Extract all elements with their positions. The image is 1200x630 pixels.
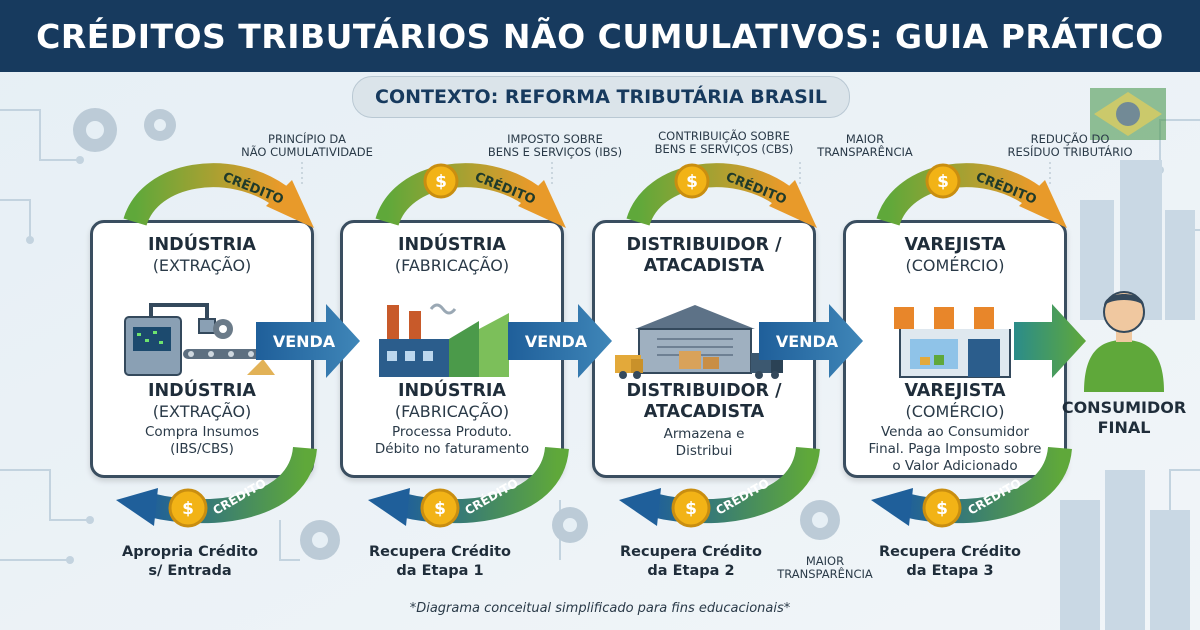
stage-title-lower: VAREJISTA	[904, 381, 1006, 401]
stage-subtitle-lower: ATACADISTA	[643, 402, 765, 422]
warehouse-icon	[615, 305, 783, 379]
stage-subtitle-lower: (FABRICAÇÃO)	[394, 402, 510, 421]
page-title: CRÉDITOS TRIBUTÁRIOS NÃO CUMULATIVOS: GU…	[36, 16, 1164, 56]
stage-description: Compra Insumos(IBS/CBS)	[144, 424, 260, 457]
stage-box-4: VAREJISTA (COMÉRCIO) VAREJISTA (COMÉRCIO…	[843, 220, 1067, 478]
footnote: *Diagrama conceitual simplificado para f…	[409, 601, 791, 616]
stage-title-lower: INDÚSTRIA	[148, 381, 256, 401]
stage-subtitle-lower: (COMÉRCIO)	[905, 402, 1005, 421]
stage-subtitle: (COMÉRCIO)	[905, 256, 1005, 275]
stage-title: INDÚSTRIA	[148, 235, 256, 255]
title-bar: CRÉDITOS TRIBUTÁRIOS NÃO CUMULATIVOS: GU…	[0, 0, 1200, 72]
city-skyline	[1060, 160, 1195, 630]
stage-title-lower: INDÚSTRIA	[398, 381, 506, 401]
stage-subtitle: (EXTRAÇÃO)	[152, 256, 252, 275]
storefront-icon	[894, 307, 1016, 378]
stage-subtitle-lower: (EXTRAÇÃO)	[152, 402, 252, 421]
stage-subtitle: (FABRICAÇÃO)	[394, 256, 510, 275]
stage-subtitle: ATACADISTA	[643, 256, 765, 276]
stage-title-lower: DISTRIBUIDOR /	[626, 381, 782, 401]
stage-box-2: INDÚSTRIA (FABRICAÇÃO) INDÚSTRIA (FABRIC…	[340, 220, 564, 478]
stage-title: VAREJISTA	[904, 235, 1006, 255]
brazil-flag-icon	[1090, 88, 1166, 140]
stage-description: Processa Produto.Débito no faturamento	[374, 424, 530, 457]
stage-box-1: INDÚSTRIA (EXTRAÇÃO) INDÚSTRIA (EXTRAÇÃO…	[90, 220, 314, 478]
stage-title: INDÚSTRIA	[398, 235, 506, 255]
extraction-machine-icon	[124, 303, 275, 376]
factory-icon	[379, 303, 509, 377]
context-banner: CONTEXTO: REFORMA TRIBUTÁRIA BRASIL	[352, 76, 850, 118]
stage-title: DISTRIBUIDOR /	[626, 235, 782, 255]
stage-box-3: DISTRIBUIDOR / ATACADISTA DISTRIBUIDOR /…	[592, 220, 816, 478]
